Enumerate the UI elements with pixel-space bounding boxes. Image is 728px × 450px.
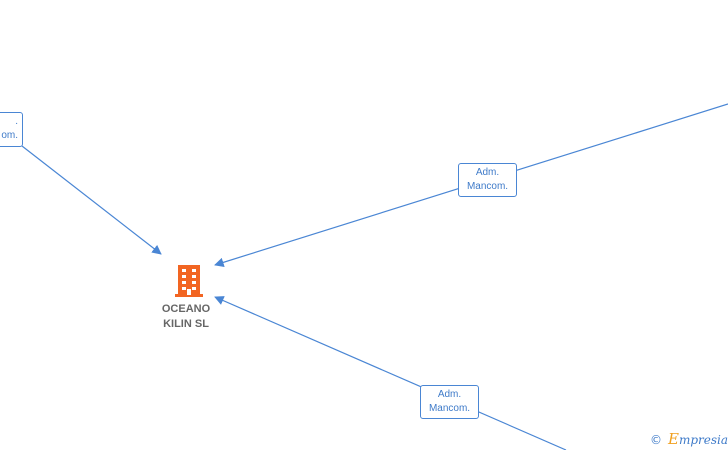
brand-name: mpresia <box>678 433 728 447</box>
empresia-watermark: © Empresia <box>650 430 728 448</box>
copyright-symbol: © <box>650 433 662 447</box>
edge-label-upper-right-line1: Adm. <box>475 167 500 178</box>
edge-label-lower-right[interactable]: Adm. Mancom. <box>420 385 479 419</box>
company-name[interactable]: OCEANO KILIN SL <box>144 302 228 332</box>
edge-label-upper-right[interactable]: Adm. Mancom. <box>458 163 517 197</box>
edge-label-left-line2: om. <box>1 130 18 141</box>
edge-label-left[interactable]: . om. <box>0 112 23 147</box>
edge-label-left-line1: . <box>15 116 18 127</box>
edge-label-lower-right-line1: Adm. <box>437 389 462 400</box>
company-name-line2: KILIN SL <box>163 318 209 330</box>
building-icon[interactable] <box>173 263 205 299</box>
company-name-line1: OCEANO <box>161 303 211 315</box>
edge-label-upper-right-line2: Mancom. <box>466 181 509 192</box>
edge-line-lower-right <box>214 296 567 450</box>
edge-line-left <box>21 145 162 255</box>
brand-initial: E <box>668 430 679 448</box>
edge-label-lower-right-line2: Mancom. <box>428 403 471 414</box>
